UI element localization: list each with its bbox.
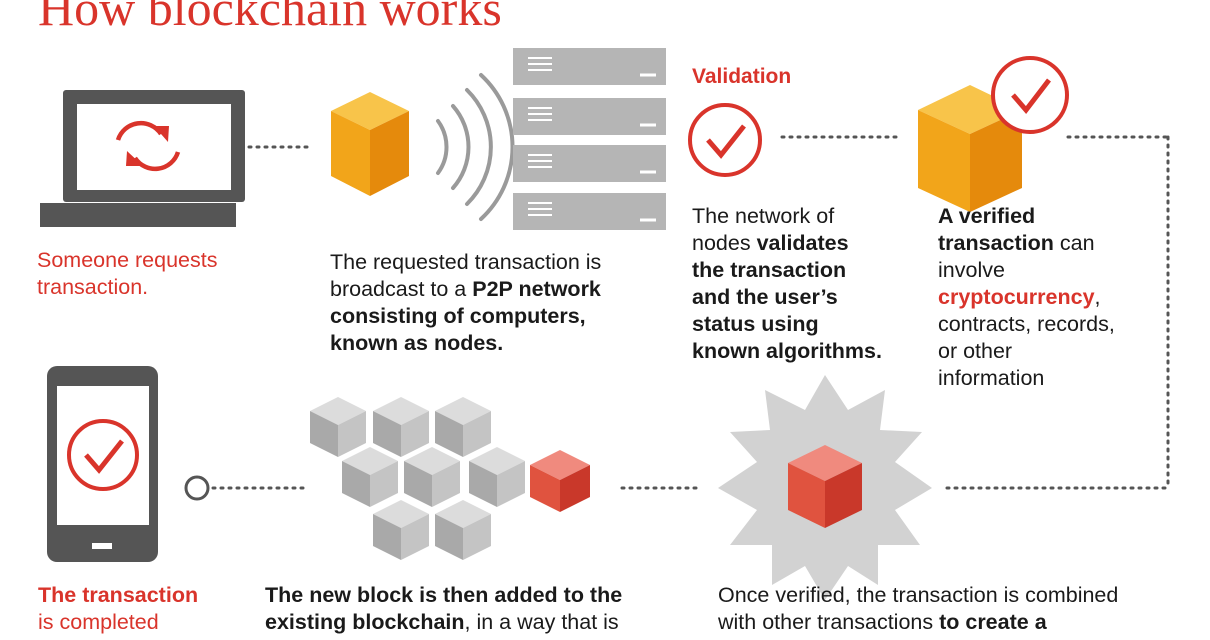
request-line: transaction.	[37, 275, 149, 299]
combined-bold: to create a	[939, 610, 1047, 634]
connector-circle	[184, 475, 210, 501]
verified-text: can	[1053, 231, 1095, 255]
validation-line: The network of	[692, 204, 835, 228]
verified-line: information	[938, 366, 1045, 390]
combined-text: with other transactions	[718, 610, 940, 634]
broadcast-text: broadcast to a	[330, 277, 473, 301]
verified-text: ,	[1094, 285, 1101, 309]
blockchain-cubes-icon	[310, 397, 590, 560]
broadcast-line: known as nodes.	[330, 331, 504, 355]
verified-cube-icon	[918, 56, 1069, 212]
broadcast-line: broadcast to a P2P network	[330, 276, 601, 303]
added-caption: The new block is then added to the exist…	[265, 582, 622, 636]
broadcast-bold: P2P network	[472, 277, 601, 301]
combined-caption: Once verified, the transaction is combin…	[718, 582, 1118, 636]
validation-line: nodes validates	[692, 230, 882, 257]
broadcast-line: consisting of computers,	[330, 304, 586, 328]
signal-waves-icon	[436, 73, 515, 221]
verified-line: cryptocurrency,	[938, 284, 1115, 311]
connector-dots	[211, 135, 1170, 490]
added-bold: existing blockchain	[265, 610, 465, 634]
laptop-sync-icon	[40, 90, 245, 227]
validation-text: nodes	[692, 231, 757, 255]
added-line: The new block is then added to the	[265, 583, 623, 607]
validation-caption: The network of nodes validates the trans…	[692, 203, 882, 365]
server-stack-icon	[513, 48, 666, 230]
verified-line: A verified	[938, 204, 1036, 228]
verified-line: involve	[938, 258, 1005, 282]
added-text: , in a way that is	[464, 610, 619, 634]
combined-line: Once verified, the transaction is combin…	[718, 583, 1119, 607]
request-line: Someone requests	[37, 248, 218, 272]
new-block-cube	[530, 450, 590, 512]
verified-line: or other	[938, 339, 1013, 363]
request-caption: Someone requests transaction.	[37, 247, 217, 301]
completed-caption: The transaction is completed	[38, 582, 198, 636]
page-title: How blockchain works	[38, 0, 502, 36]
smartphone-check-icon	[47, 366, 158, 562]
orange-cube-icon	[331, 92, 409, 196]
broadcast-caption: The requested transaction is broadcast t…	[330, 249, 601, 357]
verified-bold: transaction	[938, 231, 1054, 255]
check-circle-icon	[688, 103, 762, 177]
validation-line: and the user’s	[692, 285, 838, 309]
validation-line: known algorithms.	[692, 339, 882, 363]
validation-bold: validates	[756, 231, 849, 255]
cryptocurrency-text: cryptocurrency	[938, 285, 1095, 309]
validation-line: the transaction	[692, 258, 847, 282]
completed-line: The transaction	[38, 583, 199, 607]
verified-line: contracts, records,	[938, 312, 1115, 336]
validation-label: Validation	[692, 65, 792, 88]
verified-caption: A verified transaction can involve crypt…	[938, 203, 1115, 392]
verified-line: transaction can	[938, 230, 1115, 257]
combined-line: with other transactions to create a	[718, 609, 1118, 636]
completed-line: is completed	[38, 610, 159, 634]
added-line: existing blockchain, in a way that is	[265, 609, 622, 636]
validation-line: status using	[692, 312, 819, 336]
burst-cube-icon	[718, 375, 932, 600]
broadcast-line: The requested transaction is	[330, 250, 602, 274]
